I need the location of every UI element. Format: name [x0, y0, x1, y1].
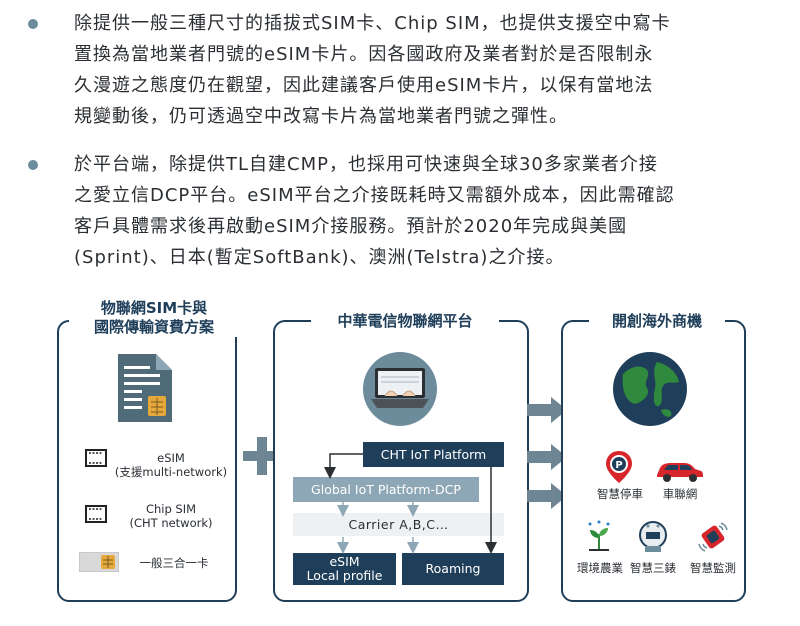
app-label-agriculture: 環境農業	[577, 561, 623, 575]
app-label-parking: 智慧停車	[597, 487, 643, 501]
paragraph-2-line-2: 之愛立信DCP平台。eSIM平台之介接既耗時又需額外成本，因此需確認	[74, 185, 675, 206]
chip-sim-icon	[85, 505, 107, 523]
esim-local-profile-box: eSIM Local profile	[293, 553, 396, 585]
plus-icon	[241, 435, 283, 477]
meter-icon	[639, 521, 667, 552]
bullet-dot-1	[28, 19, 38, 29]
panel-sim-cards-title: 物聯網SIM卡與 國際傳輸資費方案	[69, 299, 239, 337]
cht-to-global-arrow	[324, 453, 363, 479]
panel-overseas-title: 開創海外商機	[589, 312, 725, 331]
esim-local-profile-line-1: eSIM	[329, 554, 360, 569]
globe-icon	[613, 352, 687, 426]
arrow-right-icon-1	[527, 397, 567, 423]
regular-sim-label: 一般三合一卡	[139, 556, 209, 570]
esim-label: eSIM (支援multi-network)	[112, 451, 230, 479]
bullet-dot-2	[28, 160, 38, 170]
app-label-meter: 智慧三錶	[630, 561, 676, 575]
paragraph-1-line-2: 置換為當地業者門號的eSIM卡片。因各國政府及業者對於是否限制永	[74, 44, 654, 65]
parking-icon: P	[606, 451, 632, 483]
panel-sim-cards-title-line-1: 物聯網SIM卡與	[100, 299, 208, 317]
laptop-icon	[363, 352, 437, 426]
esim-label-line-2: (支援multi-network)	[114, 465, 228, 479]
paragraph-1-line-4: 規變動後，仍可透過空中改寫卡片為當地業者門號之彈性。	[74, 106, 568, 127]
sim-card-icon	[79, 552, 119, 572]
paragraph-2: 於平台端，除提供TL自建CMP，也採用可快速與全球30多家業者介接 之愛立信DC…	[74, 149, 774, 273]
plant-icon	[588, 520, 610, 551]
app-label-monitor: 智慧監測	[690, 561, 736, 575]
roaming-box: Roaming	[402, 553, 504, 585]
monitor-icon	[698, 522, 728, 552]
app-label-car: 車聯網	[662, 487, 698, 501]
esim-local-profile-line-2: Local profile	[306, 568, 383, 583]
carrier-box: Carrier A,B,C…	[293, 513, 504, 536]
esim-chip-icon	[85, 449, 107, 467]
chip-sim-label: Chip SIM (CHT network)	[112, 502, 230, 530]
chip-sim-label-line-2: (CHT network)	[129, 516, 213, 530]
car-icon	[657, 463, 703, 482]
paragraph-1-line-3: 久漫遊之態度仍在觀望，因此建議客戶使用eSIM卡片，以保有當地法	[74, 75, 654, 96]
paragraph-2-line-3: 客戶具體需求後再啟動eSIM介接服務。預計於2020年完成與美國	[74, 216, 628, 237]
arrow-right-icon-3	[527, 483, 567, 509]
svg-text:P: P	[615, 460, 622, 471]
paragraph-1-line-1: 除提供一般三種尺寸的插拔式SIM卡、Chip SIM，也提供支援空中寫卡	[74, 13, 671, 34]
platform-connectors	[324, 453, 497, 554]
paragraph-2-line-1: 於平台端，除提供TL自建CMP，也採用可快速與全球30多家業者介接	[74, 154, 658, 175]
paragraph-1: 除提供一般三種尺寸的插拔式SIM卡、Chip SIM，也提供支援空中寫卡 置換為…	[74, 8, 774, 132]
esim-label-line-1: eSIM	[157, 451, 185, 465]
document-sim-icon	[118, 354, 172, 422]
global-iot-platform-box: Global IoT Platform-DCP	[293, 477, 479, 502]
panel-sim-cards-title-line-2: 國際傳輸資費方案	[93, 318, 214, 336]
panel-cht-platform-title: 中華電信物聯網平台	[311, 312, 499, 331]
cht-iot-platform-box: CHT IoT Platform	[363, 442, 504, 467]
paragraph-2-line-4: (Sprint)、日本(暫定SoftBank)、澳洲(Telstra)之介接。	[74, 247, 565, 268]
arrow-right-icon-2	[527, 444, 567, 470]
chip-sim-label-line-1: Chip SIM	[145, 502, 197, 516]
